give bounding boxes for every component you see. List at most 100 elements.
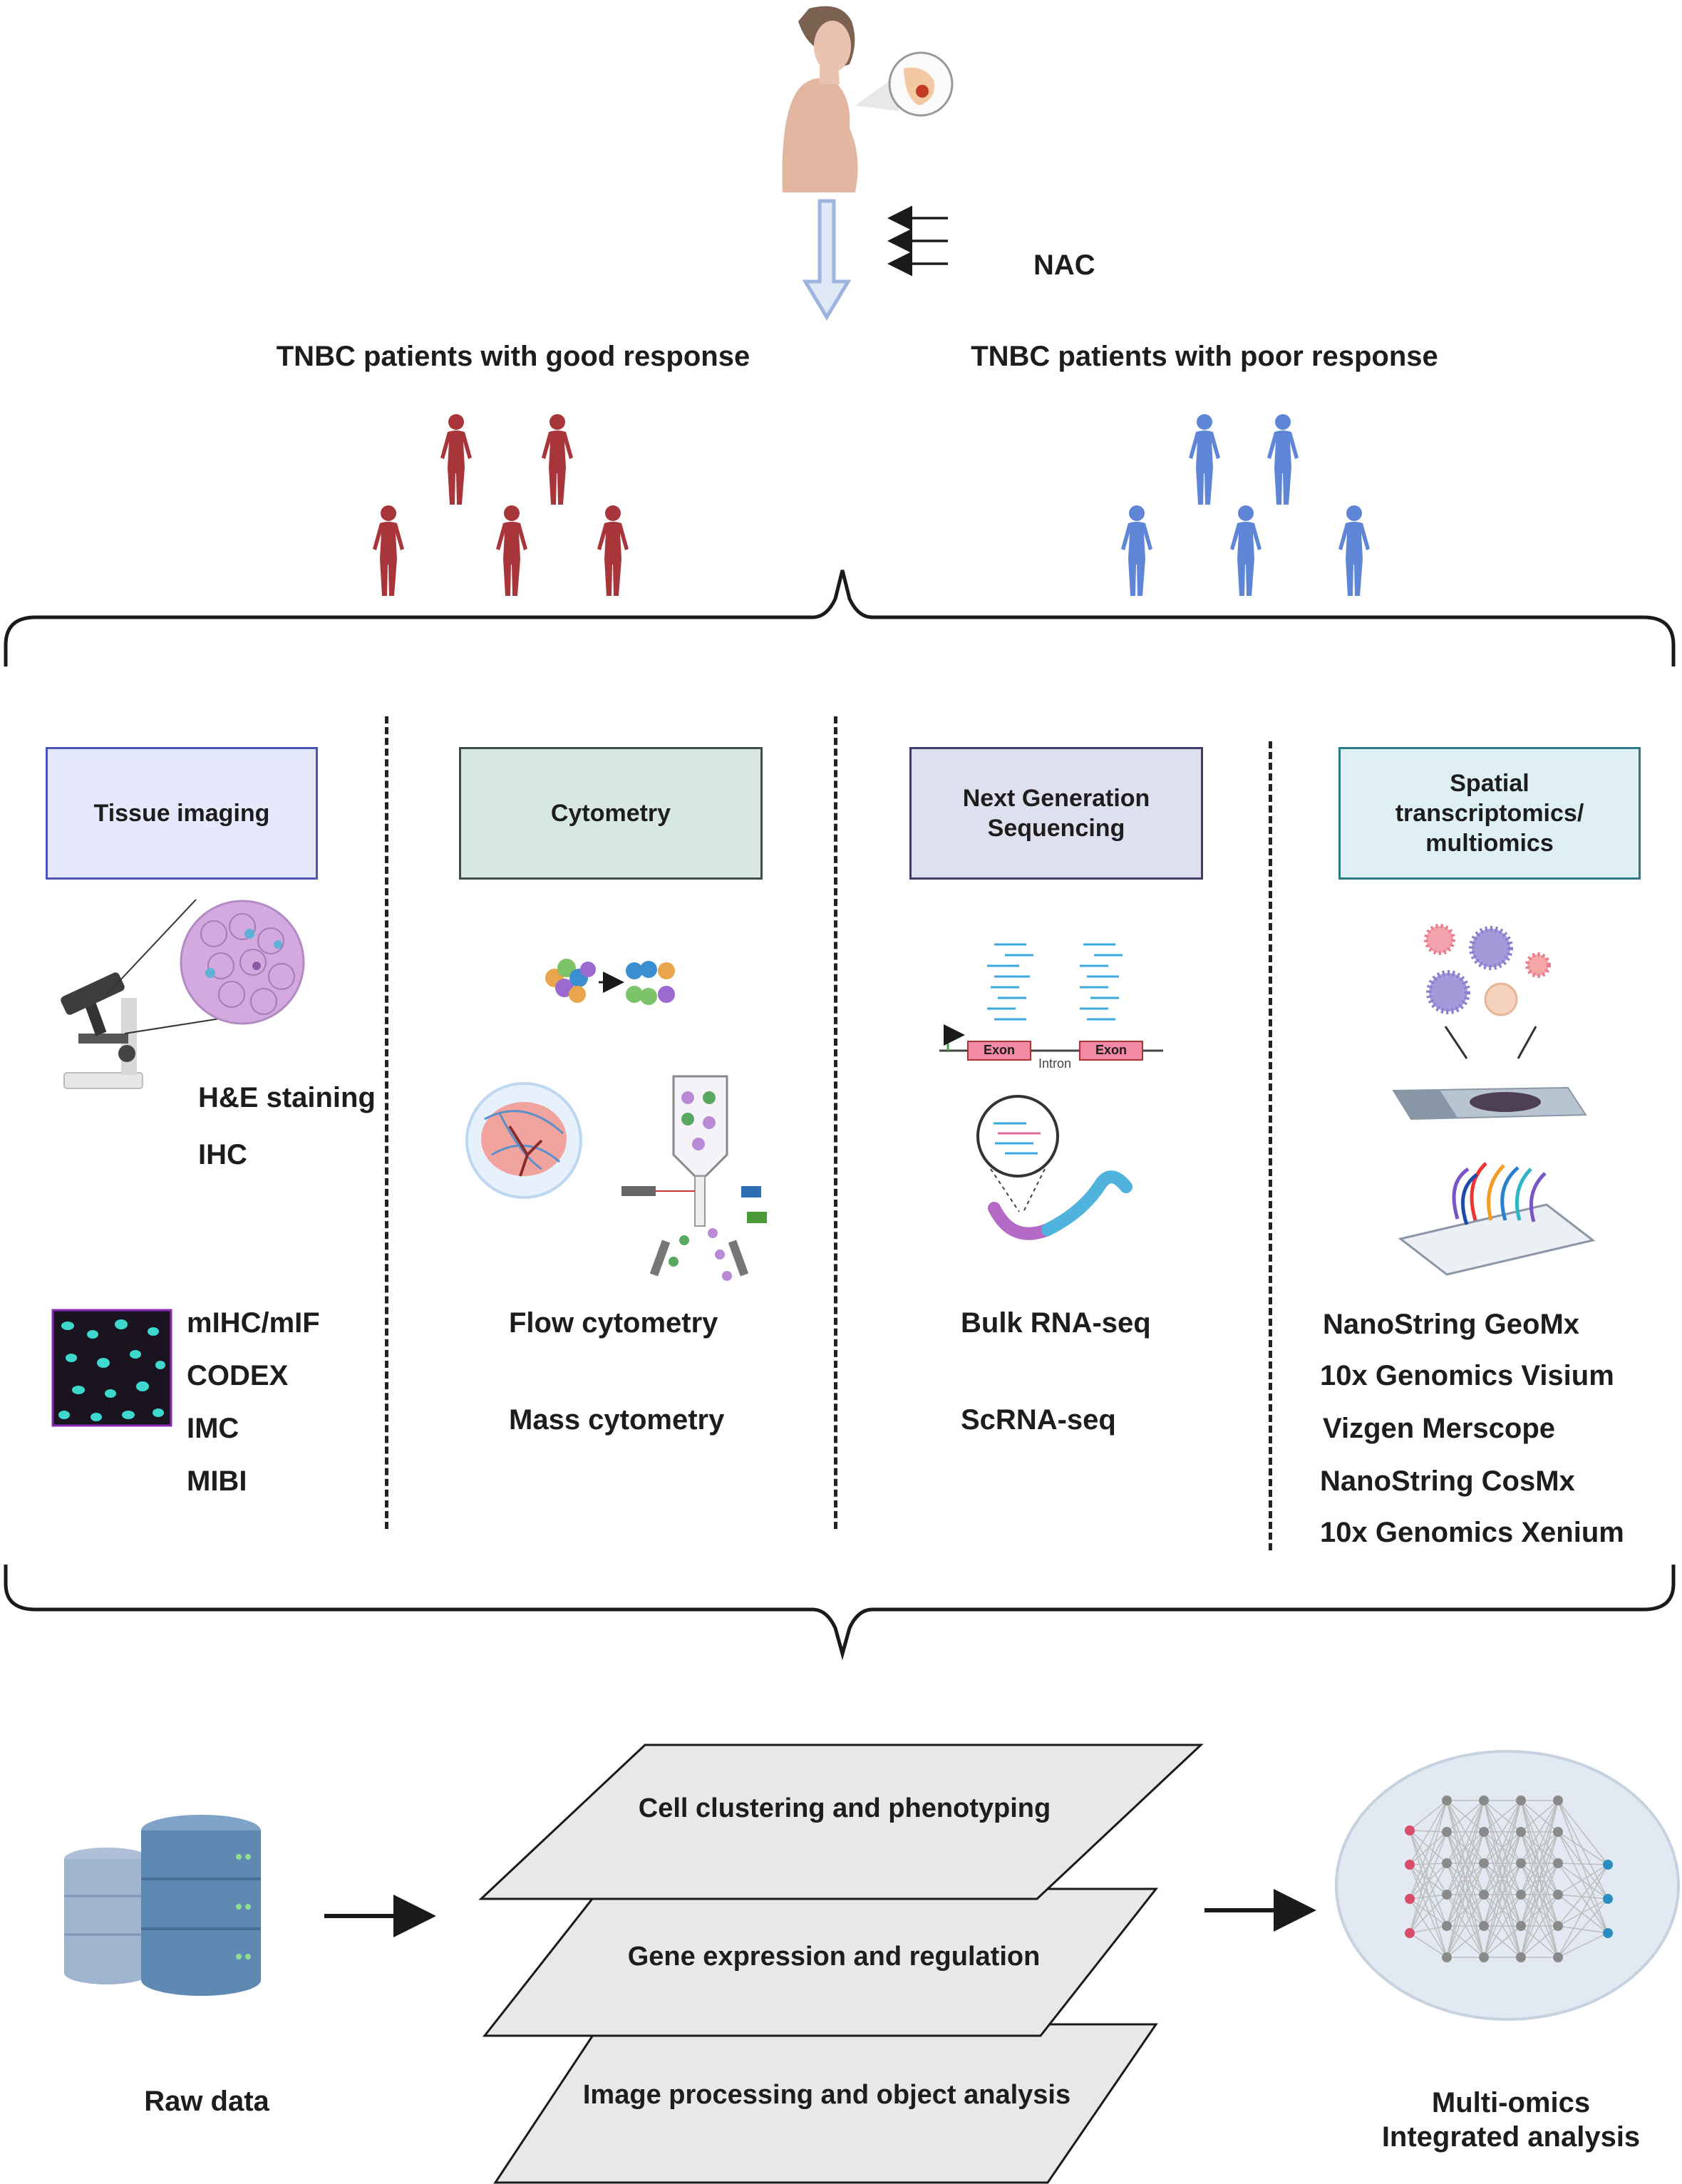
nn-edge bbox=[1557, 1864, 1609, 1895]
cell-sorting-icon bbox=[545, 959, 675, 1005]
breast-tumor-icon bbox=[855, 51, 954, 117]
nn-edge bbox=[1520, 1894, 1559, 1958]
nn-edge bbox=[1557, 1800, 1609, 1934]
nn-edge bbox=[1557, 1864, 1609, 1958]
nn-node bbox=[1603, 1860, 1613, 1870]
nn-edge bbox=[1409, 1864, 1448, 1958]
nn-node bbox=[1553, 1890, 1563, 1900]
nn-edge bbox=[1557, 1898, 1609, 1927]
nn-edge bbox=[1557, 1925, 1609, 1934]
bottom-brace bbox=[4, 1565, 1676, 1661]
method-he-staining: H&E staining bbox=[198, 1082, 376, 1113]
nn-edge bbox=[1557, 1894, 1609, 1900]
nn-node bbox=[1442, 1858, 1452, 1868]
nn-edge bbox=[1409, 1800, 1448, 1831]
nn-edge bbox=[1409, 1863, 1448, 1865]
nac-arrows bbox=[887, 205, 948, 277]
nn-node bbox=[1553, 1796, 1563, 1806]
nn-node bbox=[1553, 1858, 1563, 1868]
nn-edge bbox=[1483, 1894, 1522, 1958]
method-mibi: MIBI bbox=[187, 1466, 247, 1497]
intron-label: Intron bbox=[1038, 1056, 1072, 1071]
nn-edge bbox=[1557, 1894, 1609, 1934]
good-response-label: TNBC patients with good response bbox=[276, 341, 750, 372]
nn-node bbox=[1553, 1952, 1563, 1962]
nn-edge bbox=[1409, 1898, 1448, 1927]
nn-edge bbox=[1446, 1800, 1485, 1958]
nn-node bbox=[1516, 1858, 1526, 1868]
nn-edge bbox=[1483, 1831, 1522, 1958]
patient-icon bbox=[782, 6, 858, 192]
method-flow-cytometry: Flow cytometry bbox=[509, 1307, 718, 1339]
method-merscope: Vizgen Merscope bbox=[1323, 1413, 1556, 1444]
exon-label-2: Exon bbox=[1095, 1043, 1127, 1057]
nn-node bbox=[1405, 1825, 1415, 1835]
nn-edge bbox=[1446, 1800, 1485, 1895]
method-xenium: 10x Genomics Xenium bbox=[1320, 1517, 1624, 1548]
nn-edge bbox=[1520, 1925, 1559, 1958]
column-divider-1 bbox=[385, 716, 388, 1529]
rna-strand-icon bbox=[976, 1095, 1132, 1240]
poor-responders-group bbox=[1121, 414, 1370, 596]
nn-node bbox=[1442, 1952, 1452, 1962]
treatment-arrow bbox=[802, 199, 852, 321]
nn-node bbox=[1516, 1921, 1526, 1931]
nn-edge bbox=[1409, 1830, 1448, 1895]
neural-network-icon bbox=[1335, 1750, 1680, 2021]
tissue-imaging-title: Tissue imaging bbox=[93, 800, 270, 827]
nac-label: NAC bbox=[1033, 249, 1095, 281]
nn-edge bbox=[1446, 1800, 1485, 1927]
exon-label-1: Exon bbox=[983, 1043, 1015, 1057]
integrated-analysis-label: Multi-omics Integrated analysis bbox=[1381, 2087, 1641, 2153]
nn-node bbox=[1479, 1952, 1489, 1962]
nn-edge bbox=[1557, 1863, 1609, 1934]
nn-node bbox=[1479, 1890, 1489, 1900]
nn-edge bbox=[1520, 1800, 1559, 1864]
nn-node bbox=[1442, 1890, 1452, 1900]
spatial-box: Spatial transcriptomics/ multiomics bbox=[1338, 747, 1641, 880]
nn-edge bbox=[1520, 1831, 1559, 1958]
cytometry-title: Cytometry bbox=[550, 800, 671, 827]
nn-edge bbox=[1483, 1800, 1522, 1927]
nn-edge bbox=[1409, 1830, 1448, 1927]
nn-edge bbox=[1520, 1863, 1559, 1958]
nn-edge bbox=[1483, 1800, 1522, 1895]
nn-edge bbox=[1557, 1800, 1609, 1900]
nn-node bbox=[1405, 1928, 1415, 1938]
nn-edge bbox=[1520, 1800, 1559, 1895]
nn-edge bbox=[1557, 1863, 1609, 1865]
tissue-imaging-box: Tissue imaging bbox=[46, 747, 318, 880]
nn-node bbox=[1442, 1827, 1452, 1837]
nn-node bbox=[1405, 1894, 1415, 1904]
nn-edge bbox=[1409, 1800, 1448, 1865]
nn-edge bbox=[1446, 1863, 1485, 1958]
method-ihc: IHC bbox=[198, 1139, 247, 1170]
nn-edge bbox=[1409, 1800, 1448, 1934]
top-brace bbox=[4, 570, 1676, 666]
nn-node bbox=[1603, 1894, 1613, 1904]
method-cosmx: NanoString CosMx bbox=[1320, 1466, 1575, 1497]
column-divider-2 bbox=[834, 716, 837, 1529]
spatial-array-icon bbox=[1398, 1162, 1596, 1276]
poor-response-label: TNBC patients with poor response bbox=[971, 341, 1438, 372]
nn-edge bbox=[1409, 1894, 1448, 1934]
nn-edge bbox=[1409, 1830, 1448, 1833]
nn-edge bbox=[1483, 1925, 1522, 1958]
nn-node bbox=[1516, 1827, 1526, 1837]
tissue-sphere-icon bbox=[465, 1082, 582, 1199]
nn-node bbox=[1479, 1796, 1489, 1806]
nn-node bbox=[1479, 1858, 1489, 1868]
raw-data-label: Raw data bbox=[144, 2086, 269, 2117]
multiplex-image-icon bbox=[51, 1309, 172, 1427]
microscope-icon bbox=[61, 972, 143, 1089]
method-visium: 10x Genomics Visium bbox=[1320, 1360, 1614, 1391]
gene-model-icon bbox=[939, 1024, 1163, 1061]
nn-edge bbox=[1409, 1830, 1448, 1864]
nn-edge bbox=[1409, 1831, 1448, 1934]
nn-edge bbox=[1557, 1863, 1609, 1900]
method-scrna-seq: ScRNA-seq bbox=[961, 1404, 1116, 1436]
method-codex: CODEX bbox=[187, 1360, 289, 1391]
read-alignment-icon bbox=[987, 943, 1123, 1021]
nn-edge bbox=[1557, 1831, 1609, 1900]
